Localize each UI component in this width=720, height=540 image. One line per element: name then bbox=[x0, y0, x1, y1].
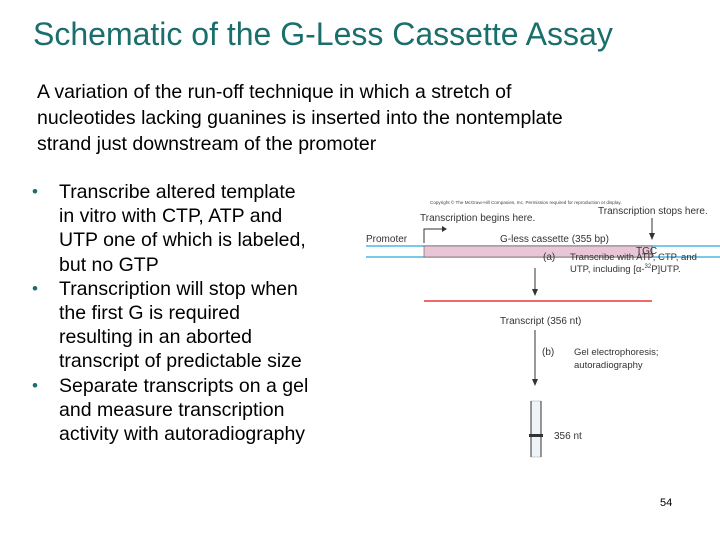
bullet-line: transcript of predictable size bbox=[59, 350, 302, 373]
step-b-text-line1: Gel electrophoresis; bbox=[574, 347, 658, 358]
g-less-cassette-figure: Copyright © The McGraw-Hill Companies, I… bbox=[366, 199, 720, 458]
step-b-text-line2: autoradiography bbox=[574, 360, 643, 371]
alpha-dash: - bbox=[641, 264, 644, 275]
figure-copyright: Copyright © The McGraw-Hill Companies, I… bbox=[430, 199, 622, 205]
bullet-marker: • bbox=[32, 375, 38, 395]
tgc-label: TGC bbox=[636, 246, 657, 257]
step-a-line2-prefix: UTP, including [ bbox=[570, 264, 636, 275]
intro-line: A variation of the run-off technique in … bbox=[37, 81, 512, 103]
intro-paragraph: A variation of the run-off technique in … bbox=[37, 79, 707, 157]
gel-band-356nt bbox=[529, 434, 543, 437]
alpha-symbol: α bbox=[636, 264, 642, 275]
bullet-list: • Transcribe altered template in vitro w… bbox=[32, 180, 377, 446]
bullet-marker: • bbox=[32, 182, 38, 201]
bullet-line: Separate transcripts on a gel bbox=[59, 374, 309, 397]
promoter-label: Promoter bbox=[366, 234, 408, 245]
bullet-line: Transcription will stop when bbox=[59, 277, 298, 300]
start-arrowhead-icon bbox=[442, 226, 447, 232]
bullet-line: resulting in an aborted bbox=[59, 326, 252, 349]
step-b-arrowhead-icon bbox=[532, 379, 538, 386]
bullet-line: the first G is required bbox=[59, 302, 240, 325]
stop-arrowhead-icon bbox=[649, 233, 655, 240]
transcription-stops-label: Transcription stops here. bbox=[598, 206, 708, 217]
bullet-line: activity with autoradiography bbox=[59, 423, 306, 446]
bullet-marker: • bbox=[32, 278, 38, 298]
page-number: 54 bbox=[660, 497, 673, 509]
step-b-label: (b) bbox=[542, 347, 554, 358]
transcript-label: Transcript (356 nt) bbox=[500, 316, 581, 327]
bullet-item: • Transcription will stop when the first… bbox=[32, 277, 377, 374]
bullet-item: • Separate transcripts on a gel and meas… bbox=[32, 374, 377, 447]
p32-superscript: 32 bbox=[645, 264, 652, 270]
intro-line: nucleotides lacking guanines is inserted… bbox=[37, 107, 563, 129]
bullet-line: and measure transcription bbox=[59, 398, 285, 421]
bullet-line: but no GTP bbox=[59, 253, 159, 276]
step-a-text-line2: UTP, including [α-32P]UTP. bbox=[570, 264, 681, 275]
bullet-item: • Transcribe altered template in vitro w… bbox=[32, 180, 377, 277]
slide-title: Schematic of the G-Less Cassette Assay bbox=[33, 16, 613, 52]
cassette-label: G-less cassette (355 bp) bbox=[500, 234, 609, 245]
step-a-text-line1: Transcribe with ATP, CTP, and bbox=[570, 252, 697, 263]
transcription-begins-label: Transcription begins here. bbox=[420, 213, 535, 224]
g-less-cassette-box bbox=[423, 245, 653, 258]
step-a-arrowhead-icon bbox=[532, 289, 538, 296]
start-arrow-icon bbox=[423, 228, 442, 243]
band-size-label: 356 nt bbox=[554, 431, 582, 442]
bullet-line: UTP one of which is labeled, bbox=[59, 229, 306, 252]
step-a-label: (a) bbox=[543, 252, 555, 263]
bullet-line: Transcribe altered template bbox=[59, 181, 296, 203]
gel-lane bbox=[530, 400, 542, 458]
bullet-line: in vitro with CTP, ATP and bbox=[59, 205, 283, 228]
intro-line: strand just downstream of the promoter bbox=[37, 133, 377, 155]
step-a-line2-suffix: P]UTP. bbox=[651, 264, 680, 275]
